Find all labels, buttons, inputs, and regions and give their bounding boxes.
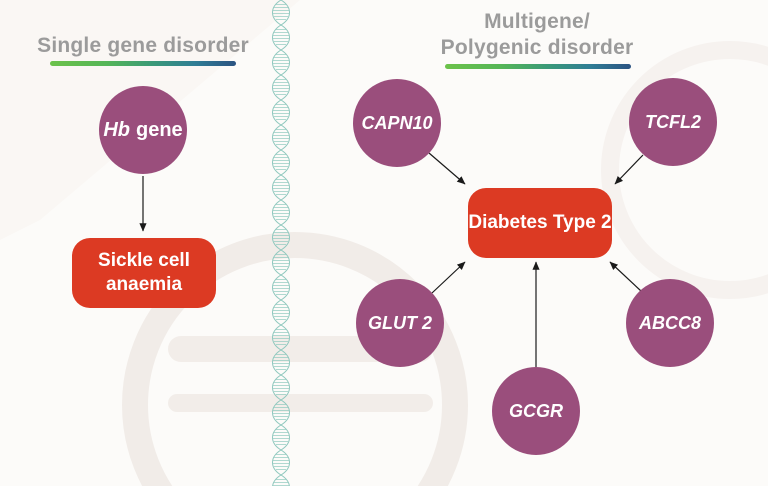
gene-node-hb-label-italic: Hb xyxy=(103,118,130,141)
gene-node-gcgr-label: GCGR xyxy=(509,400,563,421)
outcome-box-sickle-cell: Sickle cell anaemia xyxy=(72,238,216,308)
gene-node-abcc8-label: ABCC8 xyxy=(638,312,701,333)
gene-node-glut2-label: GLUT 2 xyxy=(367,312,432,333)
arrow-tcfl2-to-diabetes xyxy=(614,154,644,185)
outcome-box-sickle-line2: anaemia xyxy=(105,274,183,295)
outcome-box-diabetes: Diabetes Type 2 xyxy=(468,188,612,258)
gene-node-gcgr: GCGR xyxy=(492,367,580,455)
arrow-abcc8-to-diabetes xyxy=(609,261,642,292)
section-title-polygenic: Multigene/ Polygenic disorder xyxy=(427,9,647,61)
gene-node-tcfl2-label: TCFL2 xyxy=(645,111,701,132)
section-title-polygenic-line2: Polygenic disorder xyxy=(440,36,634,59)
gradient-underline-right xyxy=(445,64,631,69)
outcome-box-diabetes-label: Diabetes Type 2 xyxy=(468,212,612,233)
gene-node-glut2: GLUT 2 xyxy=(356,279,444,367)
arrow-glut2-to-diabetes xyxy=(431,261,466,294)
gene-node-tcfl2: TCFL2 xyxy=(629,78,717,166)
gene-node-capn10-label: CAPN10 xyxy=(361,112,433,133)
gene-node-hb: Hb gene xyxy=(99,86,187,174)
gene-node-capn10: CAPN10 xyxy=(353,79,441,167)
outcome-box-sickle-line1: Sickle cell xyxy=(98,250,190,271)
dna-helix-icon xyxy=(270,0,292,486)
gradient-underline-left xyxy=(50,61,236,66)
arrow-capn10-to-diabetes xyxy=(428,152,466,185)
gene-node-abcc8: ABCC8 xyxy=(626,279,714,367)
section-title-single-gene: Single gene disorder xyxy=(37,34,249,57)
section-title-polygenic-line1: Multigene/ xyxy=(484,10,590,33)
gene-node-hb-label-regular: gene xyxy=(135,118,183,141)
